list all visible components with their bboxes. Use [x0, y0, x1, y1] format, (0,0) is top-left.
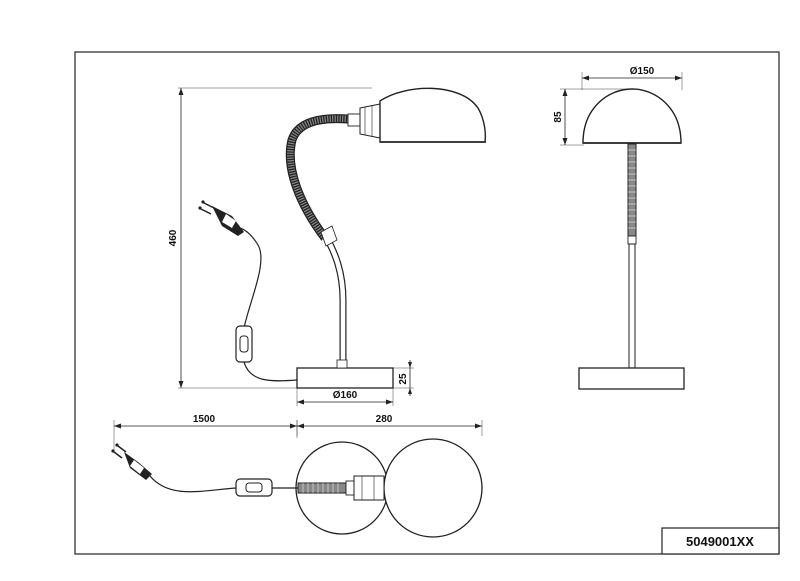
drawing-frame: [74, 51, 780, 555]
top-power-plug: [111, 443, 152, 480]
power-cord: [239, 227, 298, 382]
top-view: 1500 280: [111, 414, 483, 538]
inline-switch: [235, 325, 253, 363]
base-diameter-label: Ø160: [333, 390, 358, 401]
title-block: 5049001XX: [661, 527, 780, 555]
base-height-label: 25: [398, 373, 409, 385]
base-height-dimension: 25: [393, 360, 414, 396]
lamp-socket: [347, 103, 381, 139]
top-shade-circle: [383, 438, 483, 538]
front-base: [578, 367, 685, 390]
lamp-shade: [379, 87, 487, 143]
front-view: Ø150 85: [553, 66, 685, 390]
power-plug: [198, 200, 244, 236]
side-view: 460: [168, 87, 487, 406]
cable-length-dimension: 1500: [113, 414, 298, 450]
front-stem: [627, 235, 637, 245]
top-inline-switch: [235, 478, 273, 497]
shade-height-label: 85: [553, 111, 564, 123]
part-number: 5049001XX: [686, 534, 754, 549]
lamp-stem: [321, 233, 348, 369]
top-power-cord: [149, 475, 298, 493]
shade-diameter-label: Ø150: [630, 66, 655, 77]
base-diameter-dimension: Ø160: [296, 388, 394, 406]
reach-dimension: 280: [296, 414, 483, 436]
height-label: 460: [168, 229, 179, 246]
reach-label: 280: [376, 414, 393, 425]
top-gooseneck: [297, 482, 347, 494]
lamp-base: [296, 367, 394, 389]
shade-height-dimension: 85: [553, 88, 630, 146]
height-dimension: 460: [168, 87, 372, 389]
shade-diameter-dimension: Ø150: [581, 66, 683, 90]
cable-length-label: 1500: [193, 414, 216, 425]
front-shade: [582, 88, 682, 144]
top-socket: [345, 475, 385, 501]
title-block-box: [661, 527, 780, 555]
lamp-gooseneck: [285, 114, 349, 247]
